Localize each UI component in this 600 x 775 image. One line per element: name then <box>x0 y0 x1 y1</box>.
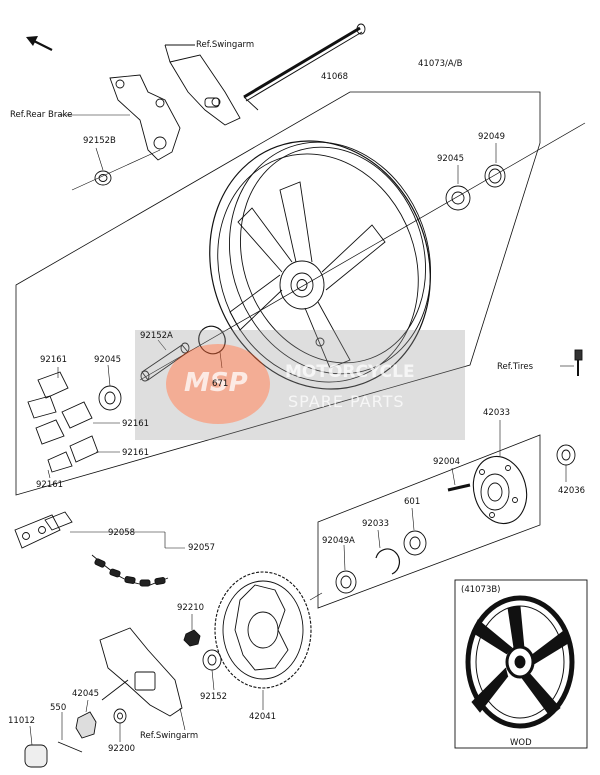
part-92049-label: 92049 <box>478 132 506 142</box>
msp-watermark-logo <box>135 330 465 440</box>
watermark-logo-text: MSP <box>184 368 248 398</box>
swingarm-adjuster <box>164 44 241 126</box>
watermark-line-2: SPARE PARTS <box>288 392 405 411</box>
part-42033-label: 42033 <box>483 408 511 418</box>
inset-caption: WOD <box>510 738 532 748</box>
part-92033-label: 92033 <box>362 519 390 529</box>
part-92210-label: 92210 <box>177 603 205 613</box>
ref-swingarm-bottom-label: Ref.Swingarm <box>140 731 199 741</box>
adjuster-hardware <box>24 699 127 768</box>
part-42041-label: 42041 <box>249 712 277 722</box>
circlip-92033 <box>375 529 400 575</box>
stud-92004 <box>447 467 471 492</box>
part-92161-d-label: 92161 <box>36 480 64 490</box>
part-92161-c-label: 92161 <box>122 448 150 458</box>
collar-42036 <box>556 444 576 482</box>
master-link-92058 <box>14 511 185 549</box>
part-11012-label: 11012 <box>8 716 36 726</box>
drive-chain <box>91 554 169 587</box>
front-arrow-icon <box>26 36 53 51</box>
bearing-92045-mid <box>98 364 122 411</box>
coupling-42033 <box>472 420 528 525</box>
inset-title: (41073B) <box>461 585 501 595</box>
watermark-line-1: MOTORCYCLE <box>285 362 415 382</box>
ref-rear-brake-label: Ref.Rear Brake <box>10 110 73 120</box>
hub-dampers <box>27 367 120 479</box>
inset-wheel <box>465 595 575 729</box>
bearing-92045-top <box>445 165 471 211</box>
oil-seal-92049 <box>484 143 506 188</box>
part-92161-a-label: 92161 <box>40 355 68 365</box>
part-92152a-label: 92152A <box>140 331 173 341</box>
part-92161-b-label: 92161 <box>122 419 150 429</box>
chain-adjuster <box>99 627 186 731</box>
part-42045-label: 42045 <box>72 689 100 699</box>
part-41068-label: 41068 <box>321 72 349 82</box>
oil-seal-92049a <box>335 544 357 594</box>
part-550-label: 550 <box>50 703 67 713</box>
sprocket-42041 <box>214 571 323 710</box>
inset-frame <box>454 579 588 749</box>
axle <box>243 23 366 111</box>
part-92004-label: 92004 <box>433 457 461 467</box>
collar-92152 <box>202 649 222 691</box>
caliper-bracket <box>60 74 181 161</box>
ref-swingarm-top-label: Ref.Swingarm <box>196 40 255 50</box>
part-92152-label: 92152 <box>200 692 228 702</box>
o-ring-671 <box>198 325 226 369</box>
part-42036-label: 42036 <box>558 486 586 496</box>
wheel-group-frame <box>15 91 541 496</box>
part-41073-label: 41073/A/B <box>418 59 463 69</box>
rear-wheel <box>209 140 431 390</box>
bearing-601 <box>403 507 427 556</box>
part-92045-top-label: 92045 <box>437 154 465 164</box>
part-92058-label: 92058 <box>108 528 136 538</box>
part-92200-label: 92200 <box>108 744 136 754</box>
part-92152b-label: 92152B <box>83 136 116 146</box>
tire-valve <box>560 349 583 376</box>
part-92057-label: 92057 <box>188 543 216 553</box>
axle-centerline <box>139 122 586 381</box>
collar-92152b <box>71 147 161 191</box>
hub-group-frame <box>317 434 541 609</box>
collar-92152a <box>140 339 190 382</box>
nut-92210 <box>183 614 201 647</box>
part-92045-mid-label: 92045 <box>94 355 122 365</box>
part-92049a-label: 92049A <box>322 536 355 546</box>
part-671-label: 671 <box>212 379 229 389</box>
part-601-label: 601 <box>404 497 421 507</box>
ref-tires-label: Ref.Tires <box>497 362 534 372</box>
